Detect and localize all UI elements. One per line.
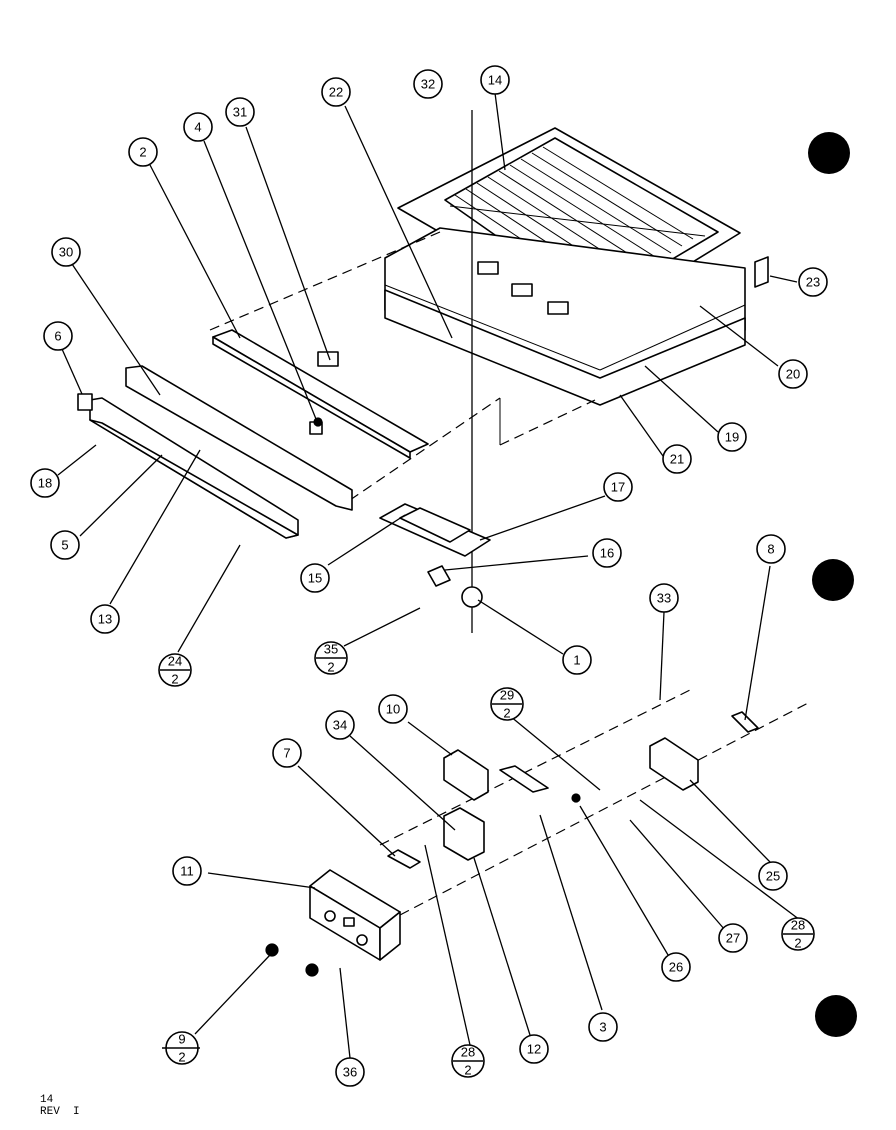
svg-text:36: 36 <box>343 1065 357 1080</box>
thermostat-bracket <box>387 749 489 869</box>
callout-2: 2 <box>128 137 158 167</box>
liner-tray-assembly <box>384 227 769 406</box>
callout-6: 6 <box>43 321 73 351</box>
svg-text:9: 9 <box>178 1032 185 1047</box>
callout-7: 7 <box>272 738 302 768</box>
svg-text:2: 2 <box>171 672 178 687</box>
svg-text:25: 25 <box>766 869 780 884</box>
svg-text:32: 32 <box>421 77 435 92</box>
svg-text:23: 23 <box>806 275 820 290</box>
fraction-callout-9-2: 9 2 <box>162 1031 200 1065</box>
svg-text:19: 19 <box>725 430 739 445</box>
callout-14: 14 <box>480 65 510 95</box>
fraction-callout-28-2-right: 28 2 <box>781 917 815 951</box>
damper-housing <box>379 503 491 608</box>
callout-32: 32 <box>413 69 443 99</box>
svg-text:8: 8 <box>767 542 774 557</box>
svg-text:2: 2 <box>794 936 801 951</box>
svg-text:17: 17 <box>611 480 625 495</box>
callout-1: 1 <box>562 645 592 675</box>
callout-3: 3 <box>588 1012 618 1042</box>
callout-4: 4 <box>183 112 213 142</box>
callout-10: 10 <box>378 694 408 724</box>
svg-text:6: 6 <box>54 329 61 344</box>
svg-text:31: 31 <box>233 105 247 120</box>
callout-26: 26 <box>661 952 691 982</box>
revision-label: REV I <box>40 1106 80 1118</box>
callout-23: 23 <box>798 267 828 297</box>
svg-text:22: 22 <box>329 85 343 100</box>
svg-text:24: 24 <box>168 654 182 669</box>
callout-31: 31 <box>225 97 255 127</box>
svg-text:2: 2 <box>139 145 146 160</box>
svg-text:10: 10 <box>386 702 400 717</box>
svg-text:4: 4 <box>194 120 201 135</box>
callout-11: 11 <box>172 856 202 886</box>
svg-text:2: 2 <box>464 1063 471 1078</box>
svg-text:28: 28 <box>791 918 805 933</box>
svg-text:27: 27 <box>726 931 740 946</box>
page-footer: 14 REV I <box>40 1094 80 1118</box>
trim-strip <box>77 365 353 539</box>
light-socket-bracket <box>499 711 759 793</box>
binder-hole-top <box>808 132 850 174</box>
svg-text:2: 2 <box>327 660 334 675</box>
svg-text:20: 20 <box>786 367 800 382</box>
callout-5: 5 <box>50 530 80 560</box>
fraction-callout-28-2-bottom: 28 2 <box>451 1044 485 1078</box>
svg-text:15: 15 <box>308 571 322 586</box>
svg-text:14: 14 <box>488 73 502 88</box>
callout-22: 22 <box>321 77 351 107</box>
callout-13: 13 <box>90 604 120 634</box>
callout-8: 8 <box>756 534 786 564</box>
svg-text:2: 2 <box>178 1050 185 1065</box>
control-panel-housing <box>309 869 401 961</box>
callout-20: 20 <box>778 359 808 389</box>
svg-text:5: 5 <box>61 538 68 553</box>
svg-text:16: 16 <box>600 546 614 561</box>
svg-text:13: 13 <box>98 612 112 627</box>
page-number: 14 <box>40 1094 54 1106</box>
svg-text:28: 28 <box>461 1045 475 1060</box>
svg-text:30: 30 <box>59 245 73 260</box>
svg-text:18: 18 <box>38 476 52 491</box>
svg-text:3: 3 <box>599 1020 606 1035</box>
callout-17: 17 <box>603 472 633 502</box>
svg-text:11: 11 <box>180 864 194 879</box>
svg-text:7: 7 <box>283 746 290 761</box>
fraction-callout-35-2: 35 2 <box>314 641 348 675</box>
svg-text:12: 12 <box>527 1042 541 1057</box>
callout-33: 33 <box>649 583 679 613</box>
svg-text:33: 33 <box>657 591 671 606</box>
callout-30: 30 <box>51 237 81 267</box>
callout-36: 36 <box>335 1057 365 1087</box>
svg-text:35: 35 <box>324 642 338 657</box>
callout-16: 16 <box>592 538 622 568</box>
svg-text:1: 1 <box>573 653 580 668</box>
callout-18: 18 <box>30 468 60 498</box>
svg-text:2: 2 <box>503 706 510 721</box>
binder-hole-middle <box>812 559 854 601</box>
callout-12: 12 <box>519 1034 549 1064</box>
callout-25: 25 <box>758 861 788 891</box>
svg-text:34: 34 <box>333 718 347 733</box>
svg-text:26: 26 <box>669 960 683 975</box>
leader-lines <box>57 92 801 1059</box>
callout-15: 15 <box>300 563 330 593</box>
callout-19: 19 <box>717 422 747 452</box>
fraction-callout-24-2: 24 2 <box>158 653 192 687</box>
svg-text:29: 29 <box>500 688 514 703</box>
callout-21: 21 <box>662 444 692 474</box>
callout-34: 34 <box>325 710 355 740</box>
control-bracket <box>212 329 429 459</box>
svg-text:21: 21 <box>670 452 684 467</box>
fraction-callout-29-2: 29 2 <box>490 687 524 721</box>
binder-hole-bottom <box>815 995 857 1037</box>
callout-27: 27 <box>718 923 748 953</box>
